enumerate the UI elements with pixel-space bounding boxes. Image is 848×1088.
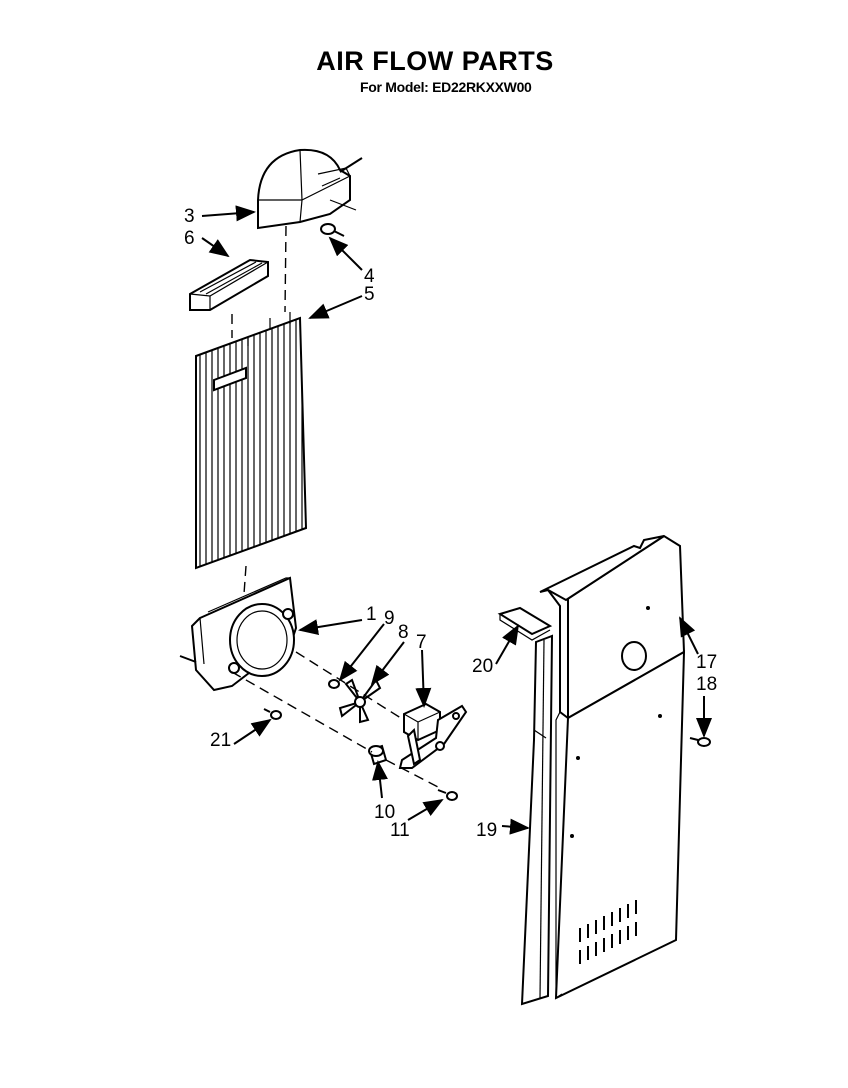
page-title: AIR FLOW PARTS <box>316 46 554 76</box>
screw-part-4 <box>320 223 345 237</box>
callout-1: 1 <box>366 604 377 625</box>
alignment-lines <box>231 225 441 789</box>
screw-part-21 <box>263 708 282 720</box>
callout-4: 4 <box>364 266 375 287</box>
air-tower-panel <box>539 534 686 1000</box>
callout-9: 9 <box>384 608 395 629</box>
callout-7: 7 <box>416 632 427 653</box>
evaporator-cover-panel <box>195 312 308 570</box>
callout-17: 17 <box>696 652 717 673</box>
callout-11: 11 <box>390 820 410 841</box>
air-duct-housing <box>257 148 363 230</box>
fan-blade <box>338 678 382 724</box>
callout-5: 5 <box>364 284 375 305</box>
air-channel <box>520 634 554 1006</box>
callout-19: 19 <box>476 820 497 841</box>
callout-8: 8 <box>398 622 409 643</box>
callout-18: 18 <box>696 674 717 695</box>
leader-arrows <box>201 205 712 835</box>
fan-motor <box>398 702 468 769</box>
screw-part-18 <box>689 737 711 747</box>
fan-shroud <box>179 576 298 692</box>
callout-10: 10 <box>374 802 395 823</box>
seal-strip <box>497 606 553 641</box>
model-subtitle: For Model: ED22RKXXW00 <box>360 79 532 95</box>
callout-6: 6 <box>184 228 195 249</box>
vent-slots <box>579 900 637 964</box>
washer <box>328 679 340 689</box>
callout-20: 20 <box>472 656 493 677</box>
grommet <box>368 744 388 766</box>
screw-part-11 <box>437 789 458 801</box>
callout-3: 3 <box>184 206 195 227</box>
callout-21: 21 <box>210 730 231 751</box>
callout-labels: 3 6 4 5 1 9 8 7 20 17 18 21 10 11 19 <box>184 206 717 841</box>
grille-insert <box>189 258 269 311</box>
